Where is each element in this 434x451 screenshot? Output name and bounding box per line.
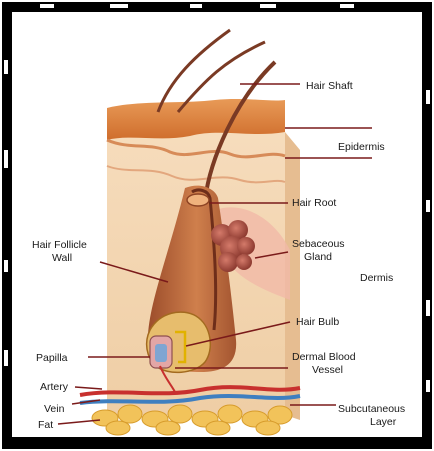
label-sebaceous-gland-line2: Gland: [304, 251, 332, 263]
label-vein: Vein: [44, 403, 64, 415]
label-sebaceous-gland-line1: Sebaceous: [292, 238, 345, 250]
label-hair-root: Hair Root: [292, 197, 336, 209]
label-artery: Artery: [40, 381, 68, 393]
label-subcutaneous-layer-line1: Subcutaneous: [338, 403, 405, 415]
papilla-vessel: [155, 344, 167, 362]
follicle-opening: [187, 194, 209, 206]
label-fat: Fat: [38, 419, 53, 431]
label-dermal-blood-vessel-line2: Vessel: [312, 364, 343, 376]
label-dermal-blood-vessel-line1: Dermal Blood: [292, 351, 356, 363]
label-hair-shaft: Hair Shaft: [306, 80, 353, 92]
label-hair-follicle-wall-line1: Hair Follicle: [32, 239, 87, 251]
label-hair-follicle-wall-line2: Wall: [52, 252, 72, 264]
epidermis-layer: [107, 99, 285, 140]
label-subcutaneous-layer-line2: Layer: [370, 416, 396, 428]
label-dermis: Dermis: [360, 272, 393, 284]
label-epidermis: Epidermis: [338, 141, 385, 153]
label-papilla: Papilla: [36, 352, 68, 364]
label-hair-bulb: Hair Bulb: [296, 316, 339, 328]
